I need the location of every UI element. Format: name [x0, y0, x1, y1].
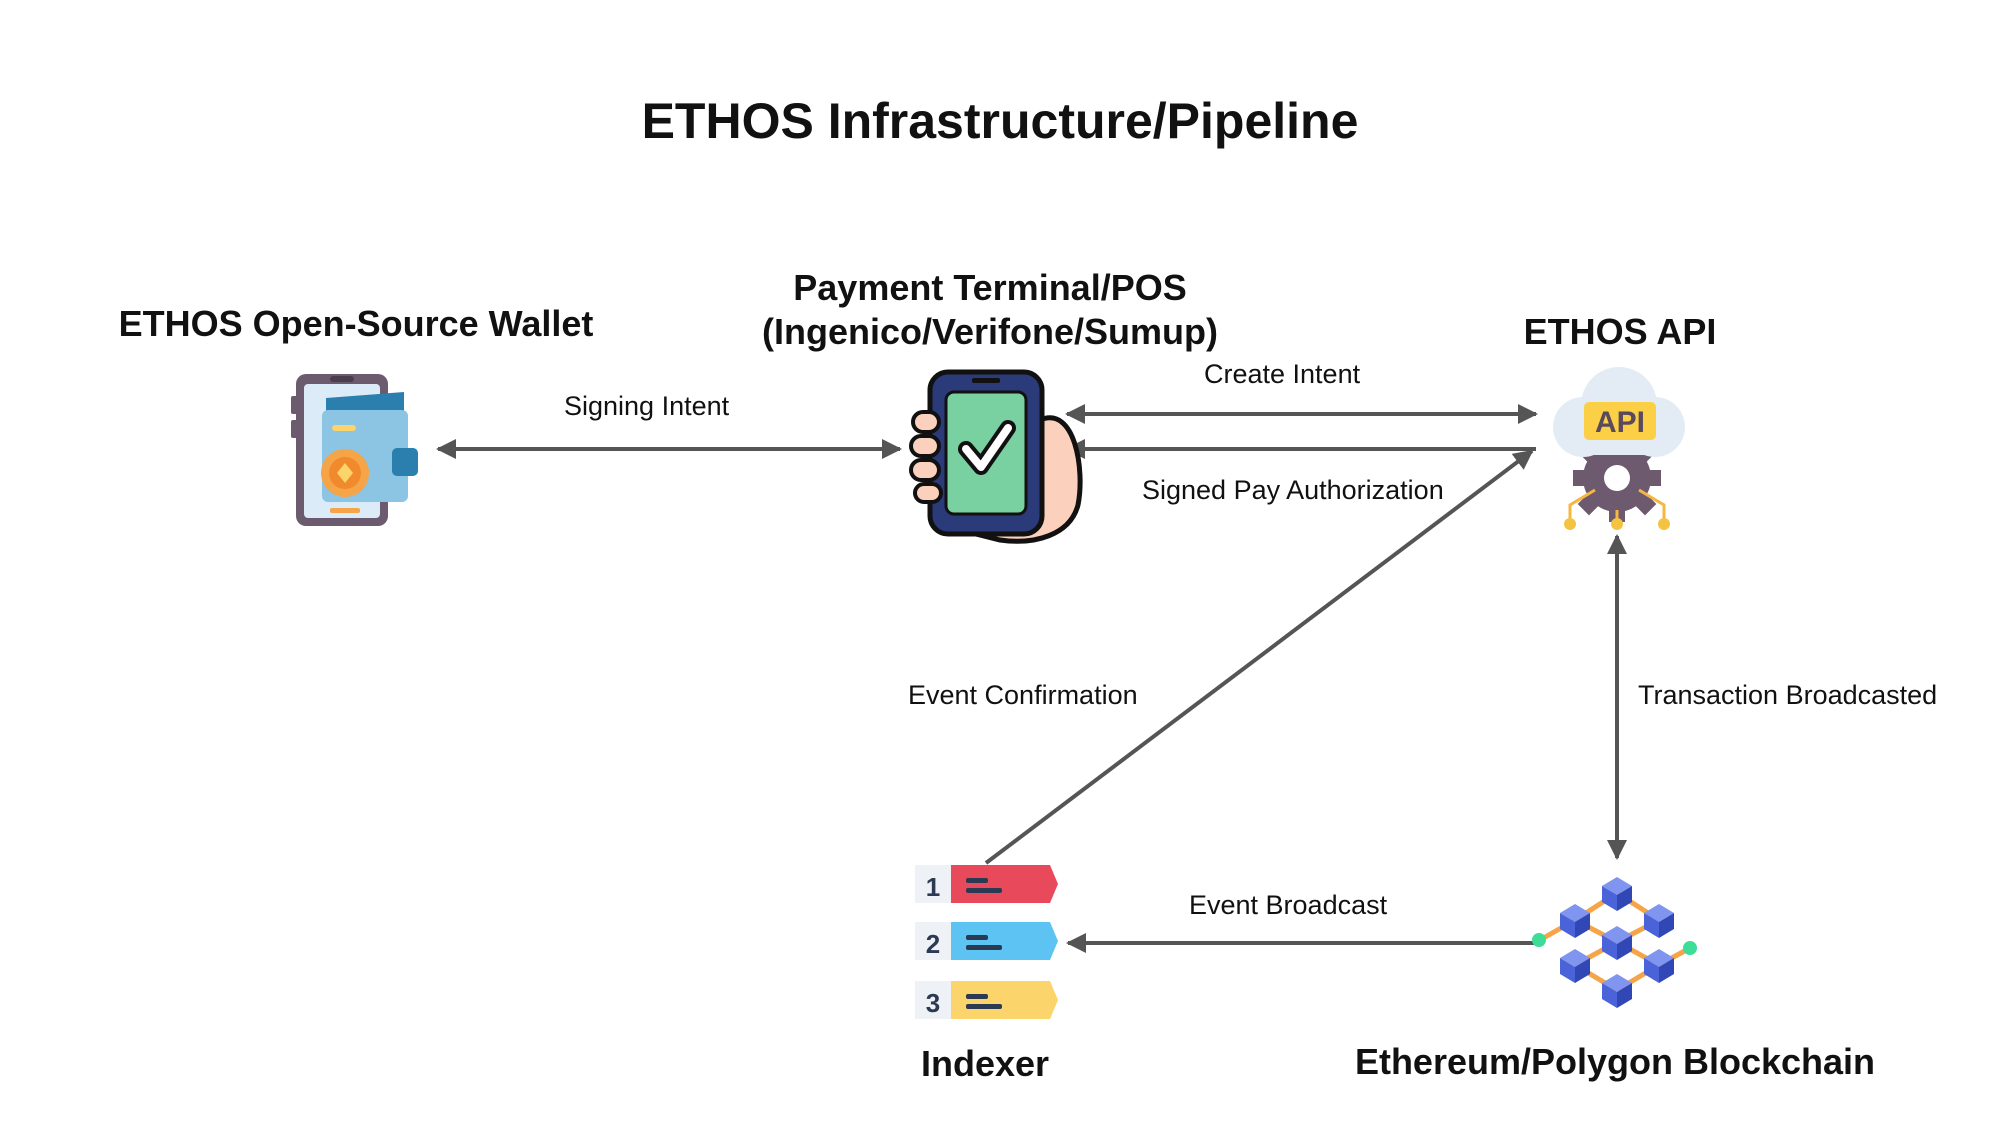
api-label: ETHOS API: [1523, 311, 1717, 352]
wallet-phone-icon: [291, 374, 418, 526]
pos-label-line2: (Ingenico/Verifone/Sumup): [761, 311, 1219, 352]
cube-upper-left: [1560, 904, 1590, 938]
list-number-3: 3: [926, 988, 940, 1018]
list-number-2: 2: [926, 929, 940, 959]
cube-lower-right: [1644, 949, 1674, 983]
cube-top: [1602, 877, 1632, 911]
pos-label-line1: Payment Terminal/POS: [793, 267, 1187, 308]
api-badge: [1584, 402, 1656, 440]
api-badge-text: API: [1595, 406, 1645, 439]
edge-label-event-confirmation: Event Confirmation: [908, 680, 1138, 710]
list-item-2: 2: [915, 922, 1058, 960]
cube-center: [1602, 926, 1632, 960]
edge-label-transaction-broadcasted: Transaction Broadcasted: [1638, 680, 1938, 710]
edge-label-event-broadcast: Event Broadcast: [1189, 890, 1388, 920]
cube-lower-left: [1560, 949, 1590, 983]
list-item-1: 1: [915, 865, 1058, 903]
cube-upper-right: [1644, 904, 1674, 938]
list-number-1: 1: [926, 872, 940, 902]
indexer-label: Indexer: [920, 1043, 1050, 1084]
api-cloud-gear-icon: API: [1553, 367, 1685, 530]
arrow-event-confirmation: [984, 449, 1534, 865]
blockchain-label: Ethereum/Polygon Blockchain: [1354, 1041, 1876, 1082]
blockchain-cubes-icon: [1532, 877, 1697, 1008]
wallet-label: ETHOS Open-Source Wallet: [118, 303, 594, 344]
edge-label-signed-pay-authorization: Signed Pay Authorization: [1142, 475, 1444, 505]
diagram-title: ETHOS Infrastructure/Pipeline: [641, 93, 1359, 149]
list-item-3: 3: [915, 981, 1058, 1019]
numbered-list-icon: 1 2 3: [915, 865, 1058, 1019]
edge-label-create-intent: Create Intent: [1204, 359, 1361, 389]
pos-terminal-icon: [909, 369, 1083, 544]
arrows: [436, 404, 1627, 953]
edge-label-signing-intent: Signing Intent: [564, 391, 730, 421]
cube-bottom: [1602, 974, 1632, 1008]
